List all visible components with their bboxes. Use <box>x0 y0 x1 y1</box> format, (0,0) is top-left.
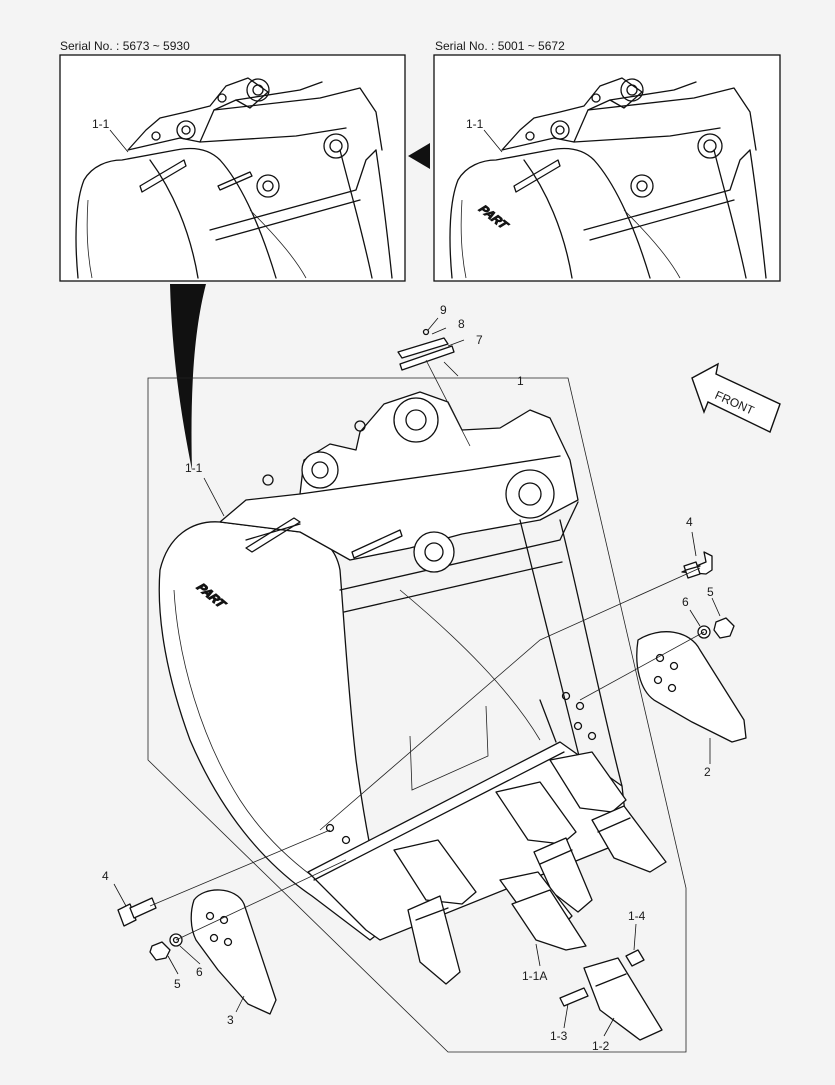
inset-right-serial-label: Serial No. : 5001 ~ 5672 <box>435 39 565 53</box>
tooth-detached-1-2 <box>583 957 663 1041</box>
assembly-boundary <box>147 377 687 1053</box>
shim-8 <box>397 337 449 359</box>
shim-guide-line <box>425 359 471 447</box>
pin-1-3 <box>559 987 589 1007</box>
side-cutter-right-2 <box>636 631 747 743</box>
tooth-1-1A <box>499 871 587 951</box>
shim-9 <box>422 328 430 336</box>
callout-1-1A: 1-1A <box>522 969 547 983</box>
tooth-2 <box>495 781 593 913</box>
inset-left-serial-label: Serial No. : 5673 ~ 5930 <box>60 39 190 53</box>
callout-5-top: 5 <box>707 585 714 599</box>
inset-right-part-label: 1-1 <box>466 117 484 131</box>
inset-left-bucket <box>75 77 393 279</box>
callout-7: 7 <box>476 333 483 347</box>
callout-8: 8 <box>458 317 465 331</box>
tooth-1 <box>393 839 477 985</box>
callout-5-bottom: 5 <box>174 977 181 991</box>
bolt-bottom-4 <box>117 897 157 927</box>
inset-pointer-arrow <box>408 143 430 169</box>
main-bucket: PART <box>158 391 629 941</box>
callout-6-top: 6 <box>682 595 689 609</box>
callout-1-2: 1-2 <box>592 1039 610 1053</box>
inset-left-leader <box>109 129 129 153</box>
front-arrow: FRONT <box>691 362 781 433</box>
callout-1-3: 1-3 <box>550 1029 568 1043</box>
bolt-top-4 <box>681 551 713 579</box>
callout-1-4: 1-4 <box>628 909 646 923</box>
assembly-lines <box>149 567 705 941</box>
shims <box>397 328 471 447</box>
bucket-teeth <box>393 751 667 1041</box>
nut-bottom-5 <box>149 941 171 961</box>
nut-top-5 <box>713 617 735 639</box>
callout-4-bottom: 4 <box>102 869 109 883</box>
callout-4-top: 4 <box>686 515 693 529</box>
callout-1: 1 <box>517 374 524 388</box>
callout-2: 2 <box>704 765 711 779</box>
inset-right-leader <box>483 129 503 153</box>
callout-leaders <box>113 317 721 1037</box>
callout-3: 3 <box>227 1013 234 1027</box>
inset-left-frame <box>59 54 406 282</box>
callout-9: 9 <box>440 303 447 317</box>
callout-6-bottom: 6 <box>196 965 203 979</box>
tooth-3 <box>549 751 667 873</box>
callout-1-1: 1-1 <box>185 461 203 475</box>
inset-right-frame <box>433 54 781 282</box>
lock-1-4 <box>625 949 645 967</box>
shim-7 <box>399 345 455 371</box>
inset-left-part-label: 1-1 <box>92 117 110 131</box>
side-cutter-left-3 <box>190 889 277 1015</box>
inset-connector-swoosh <box>170 284 206 470</box>
